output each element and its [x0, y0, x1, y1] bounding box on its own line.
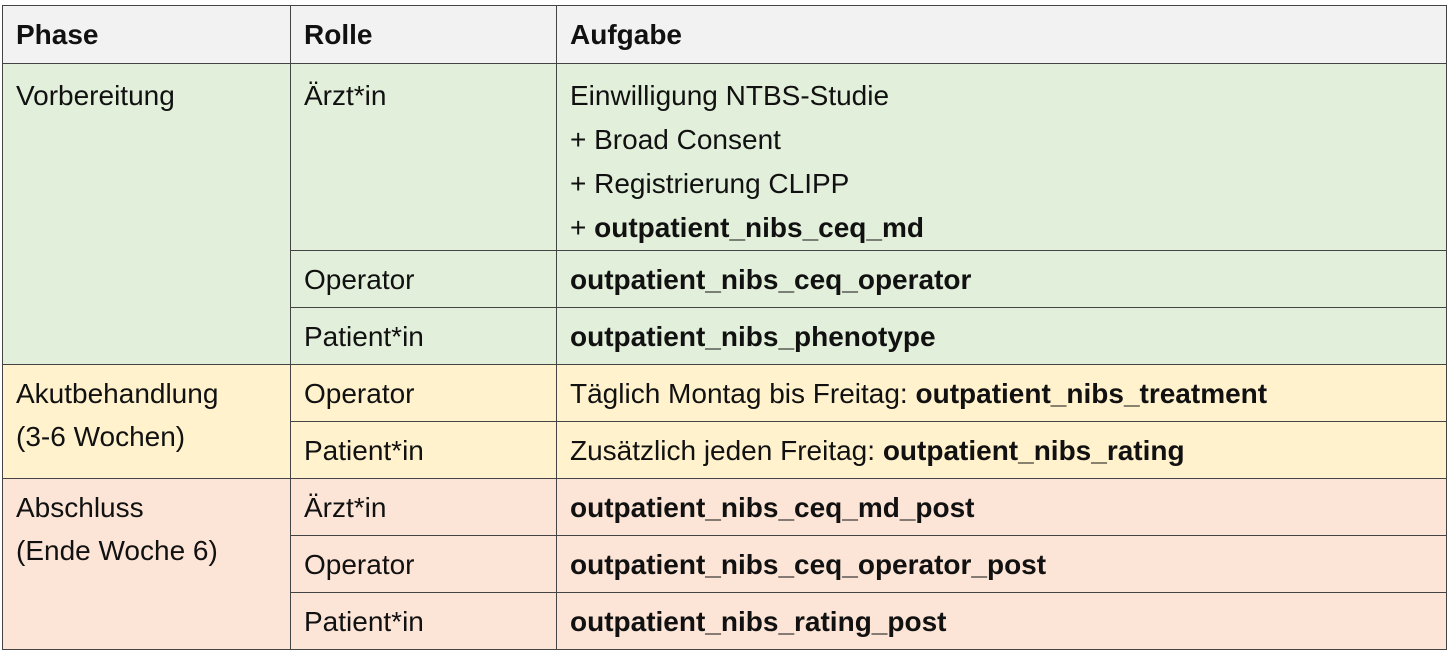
- role-cell: Operator: [290, 250, 557, 308]
- phase-label: Abschluss: [16, 492, 144, 523]
- table-row-abschluss-patient: Patient*in outpatient_nibs_rating_post: [3, 592, 1447, 650]
- phase-cell-akutbehandlung: Akutbehandlung (3-6 Wochen): [2, 364, 291, 479]
- task-cell: outpatient_nibs_rating_post: [556, 592, 1447, 650]
- header-aufgabe: Aufgabe: [556, 5, 1447, 64]
- table-row-akut-operator: Akutbehandlung (3-6 Wochen) Operator Täg…: [2, 364, 1447, 479]
- header-rolle: Rolle: [290, 5, 557, 64]
- table-row-vorbereitung-operator: Operator outpatient_nibs_ceq_operator: [3, 250, 1447, 308]
- task-line: + outpatient_nibs_ceq_md: [570, 206, 1446, 250]
- task-line: + Broad Consent: [570, 124, 781, 155]
- phase-sublabel: (Ende Woche 6): [16, 535, 218, 566]
- role-cell: Ärzt*in: [290, 63, 557, 251]
- role-cell: Operator: [290, 364, 557, 422]
- task-form-name: outpatient_nibs_ceq_md: [594, 212, 924, 243]
- table-row-abschluss-operator: Operator outpatient_nibs_ceq_operator_po…: [3, 535, 1447, 593]
- phase-role-task-table: Phase Rolle Aufgabe Vorbereitung Ärzt*in…: [2, 5, 1447, 650]
- phase-sublabel: (3-6 Wochen): [16, 421, 186, 452]
- phase-label: Akutbehandlung: [16, 378, 219, 409]
- role-cell: Operator: [290, 535, 557, 593]
- task-cell: Einwilligung NTBS-Studie + Broad Consent…: [556, 63, 1447, 251]
- task-prefix: +: [570, 212, 595, 243]
- role-cell: Patient*in: [290, 421, 557, 479]
- task-prefix: Zusätzlich jeden Freitag:: [570, 435, 883, 466]
- table-row-vorbereitung-arzt: Vorbereitung Ärzt*in Einwilligung NTBS-S…: [2, 63, 1447, 365]
- task-form-name: outpatient_nibs_rating: [882, 435, 1185, 466]
- header-phase: Phase: [2, 5, 291, 64]
- role-cell: Patient*in: [290, 592, 557, 650]
- task-cell: outpatient_nibs_phenotype: [556, 307, 1447, 365]
- task-cell: outpatient_nibs_ceq_operator_post: [556, 535, 1447, 593]
- task-line: + Registrierung CLIPP: [570, 168, 850, 199]
- task-prefix: Täglich Montag bis Freitag:: [570, 378, 916, 409]
- task-cell: outpatient_nibs_ceq_operator: [556, 250, 1447, 308]
- task-line: Einwilligung NTBS-Studie: [570, 80, 890, 111]
- role-cell: Patient*in: [290, 307, 557, 365]
- phase-cell-abschluss: Abschluss (Ende Woche 6): [2, 478, 291, 650]
- table-row-vorbereitung-patient: Patient*in outpatient_nibs_phenotype: [3, 307, 1447, 365]
- table-row-akut-patient: Patient*in Zusätzlich jeden Freitag: out…: [3, 421, 1447, 479]
- table-row-abschluss-arzt: Abschluss (Ende Woche 6) Ärzt*in outpati…: [2, 478, 1447, 650]
- phase-cell-vorbereitung: Vorbereitung: [2, 63, 291, 365]
- role-cell: Ärzt*in: [290, 478, 557, 536]
- task-cell: outpatient_nibs_ceq_md_post: [556, 478, 1447, 536]
- task-cell: Zusätzlich jeden Freitag: outpatient_nib…: [556, 421, 1447, 479]
- task-form-name: outpatient_nibs_treatment: [915, 378, 1268, 409]
- phase-label: Vorbereitung: [16, 80, 175, 111]
- task-cell: Täglich Montag bis Freitag: outpatient_n…: [556, 364, 1447, 422]
- header-row: Phase Rolle Aufgabe: [2, 5, 1447, 64]
